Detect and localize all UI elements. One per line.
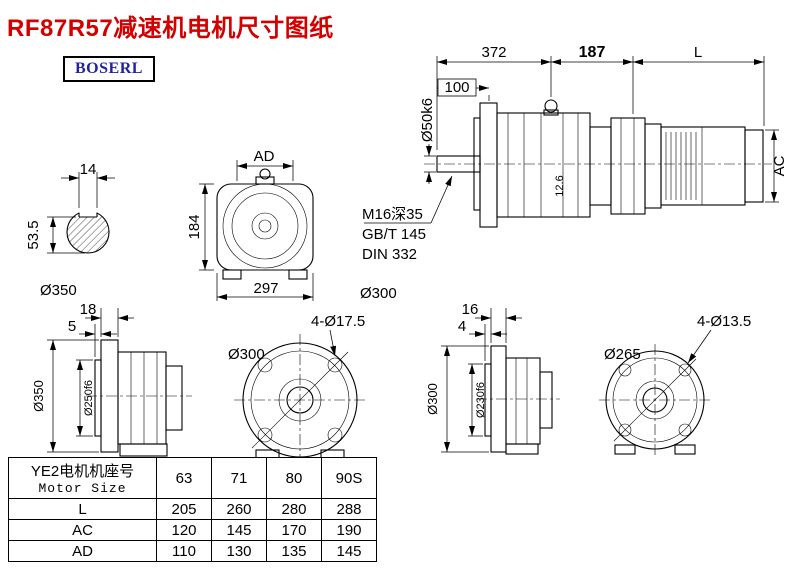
face2-bolt-hole: [618, 363, 632, 377]
b2-foot: [505, 443, 539, 455]
motor-dia-dim: AC: [771, 155, 788, 176]
shaft-dia-dim: Ø50k6: [419, 98, 436, 142]
motor-dimension-table: YE2电机机座号 Motor Size 63 71 80 90S L 205 2…: [8, 457, 377, 562]
face1-bolt-hole: [257, 357, 273, 373]
front-base-dim: 297: [253, 280, 278, 297]
b1-spigot-dia-dim: Ø250f6: [83, 380, 95, 416]
flange-face-view-small: Ø265 4-Ø13.5: [599, 313, 751, 456]
shaft-length-dim: 100: [444, 79, 469, 96]
front-flange-outline: [216, 183, 314, 271]
fan-cover: [744, 129, 764, 203]
front-foot-left: [222, 269, 242, 280]
table-header-cell: YE2电机机座号 Motor Size: [8, 457, 157, 499]
front-eyebolt-icon: [259, 168, 271, 180]
flange-dia-label: Ø300: [360, 285, 397, 302]
page-title: RF87R57减速机电机尺寸图纸: [7, 15, 334, 42]
face2-bolt-hole: [678, 363, 692, 377]
table-cell: 145: [321, 540, 377, 562]
face2-bolt-hole: [678, 423, 692, 437]
table-cell: 288: [321, 498, 377, 520]
motor-size-80: 80: [266, 457, 322, 499]
motor-size-71: 71: [211, 457, 267, 499]
b2-spigot-dim: 4: [458, 318, 466, 335]
table-cell: 135: [266, 540, 322, 562]
shaft-flange-dia-label: Ø350: [40, 282, 77, 299]
table-cell: 190: [321, 519, 377, 541]
row-label-AD: AD: [8, 540, 157, 562]
table-row-AD: AD 110 130 135 145: [8, 540, 377, 562]
motor-frame-label-en: Motor Size: [38, 481, 127, 496]
motor-size-90s: 90S: [321, 457, 377, 499]
b2-cap: [539, 371, 553, 429]
flange-face-view-large: Ø300 4-Ø17.5: [228, 313, 366, 466]
input-stage-housing: [610, 117, 646, 215]
face1-bolt-circle: [250, 350, 350, 450]
b1-cap: [165, 365, 183, 431]
standard-note-2: DIN 332: [362, 246, 417, 263]
table-cell: 170: [266, 519, 322, 541]
table-cell: 260: [211, 498, 267, 520]
motor-length-dim: L: [694, 44, 702, 61]
b1-flange-dia-dim: Ø350: [31, 380, 46, 412]
front-ad-dim: AD: [254, 148, 275, 165]
b1-body: [117, 351, 167, 445]
gearbox-front-view: AD 184 297: [186, 148, 314, 301]
face1-bolt-hole: [327, 427, 343, 443]
b2-spigot-dia-dim: Ø230f6: [475, 382, 487, 418]
face2-foot-left: [614, 444, 636, 455]
shaft-section-view: 14 53.5 Ø350: [25, 161, 115, 299]
row-label-AC: AC: [8, 519, 157, 541]
b2-flange-thickness-dim: 16: [462, 301, 479, 318]
face1-bolt-hole: [257, 427, 273, 443]
front-height-dim: 184: [186, 214, 203, 239]
face2-dia-label: Ø265: [604, 346, 641, 363]
table-cell: 145: [211, 519, 267, 541]
face2-foot-right: [674, 444, 696, 455]
gearbox-length-dim: 372: [481, 44, 506, 61]
table-cell: 110: [156, 540, 212, 562]
table-row-AC: AC 120 145 170 190: [8, 519, 377, 541]
table-cell: 120: [156, 519, 212, 541]
key-height-dim: 12.6: [554, 175, 566, 196]
face1-dia-label: Ø300: [228, 346, 265, 363]
assembly-side-view: 372 187 L 100 Ø50k6 AC 12.6 M16深35 GB/T …: [362, 44, 788, 263]
front-foot-right: [288, 269, 308, 280]
b1-foot: [119, 443, 168, 457]
gearbox-flange: [479, 102, 498, 228]
face1-bolt-hole: [327, 357, 343, 373]
face2-bolt-hole: [618, 423, 632, 437]
eyebolt-icon: [544, 99, 558, 113]
table-row-L: L 205 260 280 288: [8, 498, 377, 520]
table-header-row: YE2电机机座号 Motor Size 63 71 80 90S: [8, 457, 377, 499]
key-width-dim: 14: [80, 161, 97, 178]
b1-spigot: [94, 359, 102, 437]
row-label-L: L: [8, 498, 157, 520]
mid-length-dim: 187: [579, 44, 606, 61]
motor-size-63: 63: [156, 457, 212, 499]
face2-holes-label: 4-Ø13.5: [697, 313, 751, 330]
b1-spigot-dim: 5: [68, 318, 76, 335]
face2-outer-circle: [605, 350, 705, 450]
face1-holes-label: 4-Ø17.5: [311, 313, 365, 330]
b2-body: [505, 357, 541, 445]
key-depth-dim: 53.5: [25, 220, 42, 249]
flange-side-view-large: 18 5 Ø350 Ø250f6: [31, 301, 192, 457]
table-cell: 205: [156, 498, 212, 520]
face2-bolt-circle: [612, 357, 698, 443]
flange-side-view-small: 16 4 Ø300 Ø230f6: [425, 301, 560, 455]
tap-hole-note: M16深35: [362, 206, 423, 223]
gearbox-housing: [496, 112, 591, 218]
table-cell: 130: [211, 540, 267, 562]
b1-flange-thickness-dim: 18: [80, 301, 97, 318]
table-cell: 280: [266, 498, 322, 520]
motor-frame-label-cn: YE2电机机座号: [30, 463, 135, 480]
motor-body: [660, 126, 746, 206]
brand-logo: BOSERL: [63, 56, 155, 82]
b2-flange-dia-dim: Ø300: [425, 383, 440, 415]
standard-note-1: GB/T 145: [362, 226, 426, 243]
